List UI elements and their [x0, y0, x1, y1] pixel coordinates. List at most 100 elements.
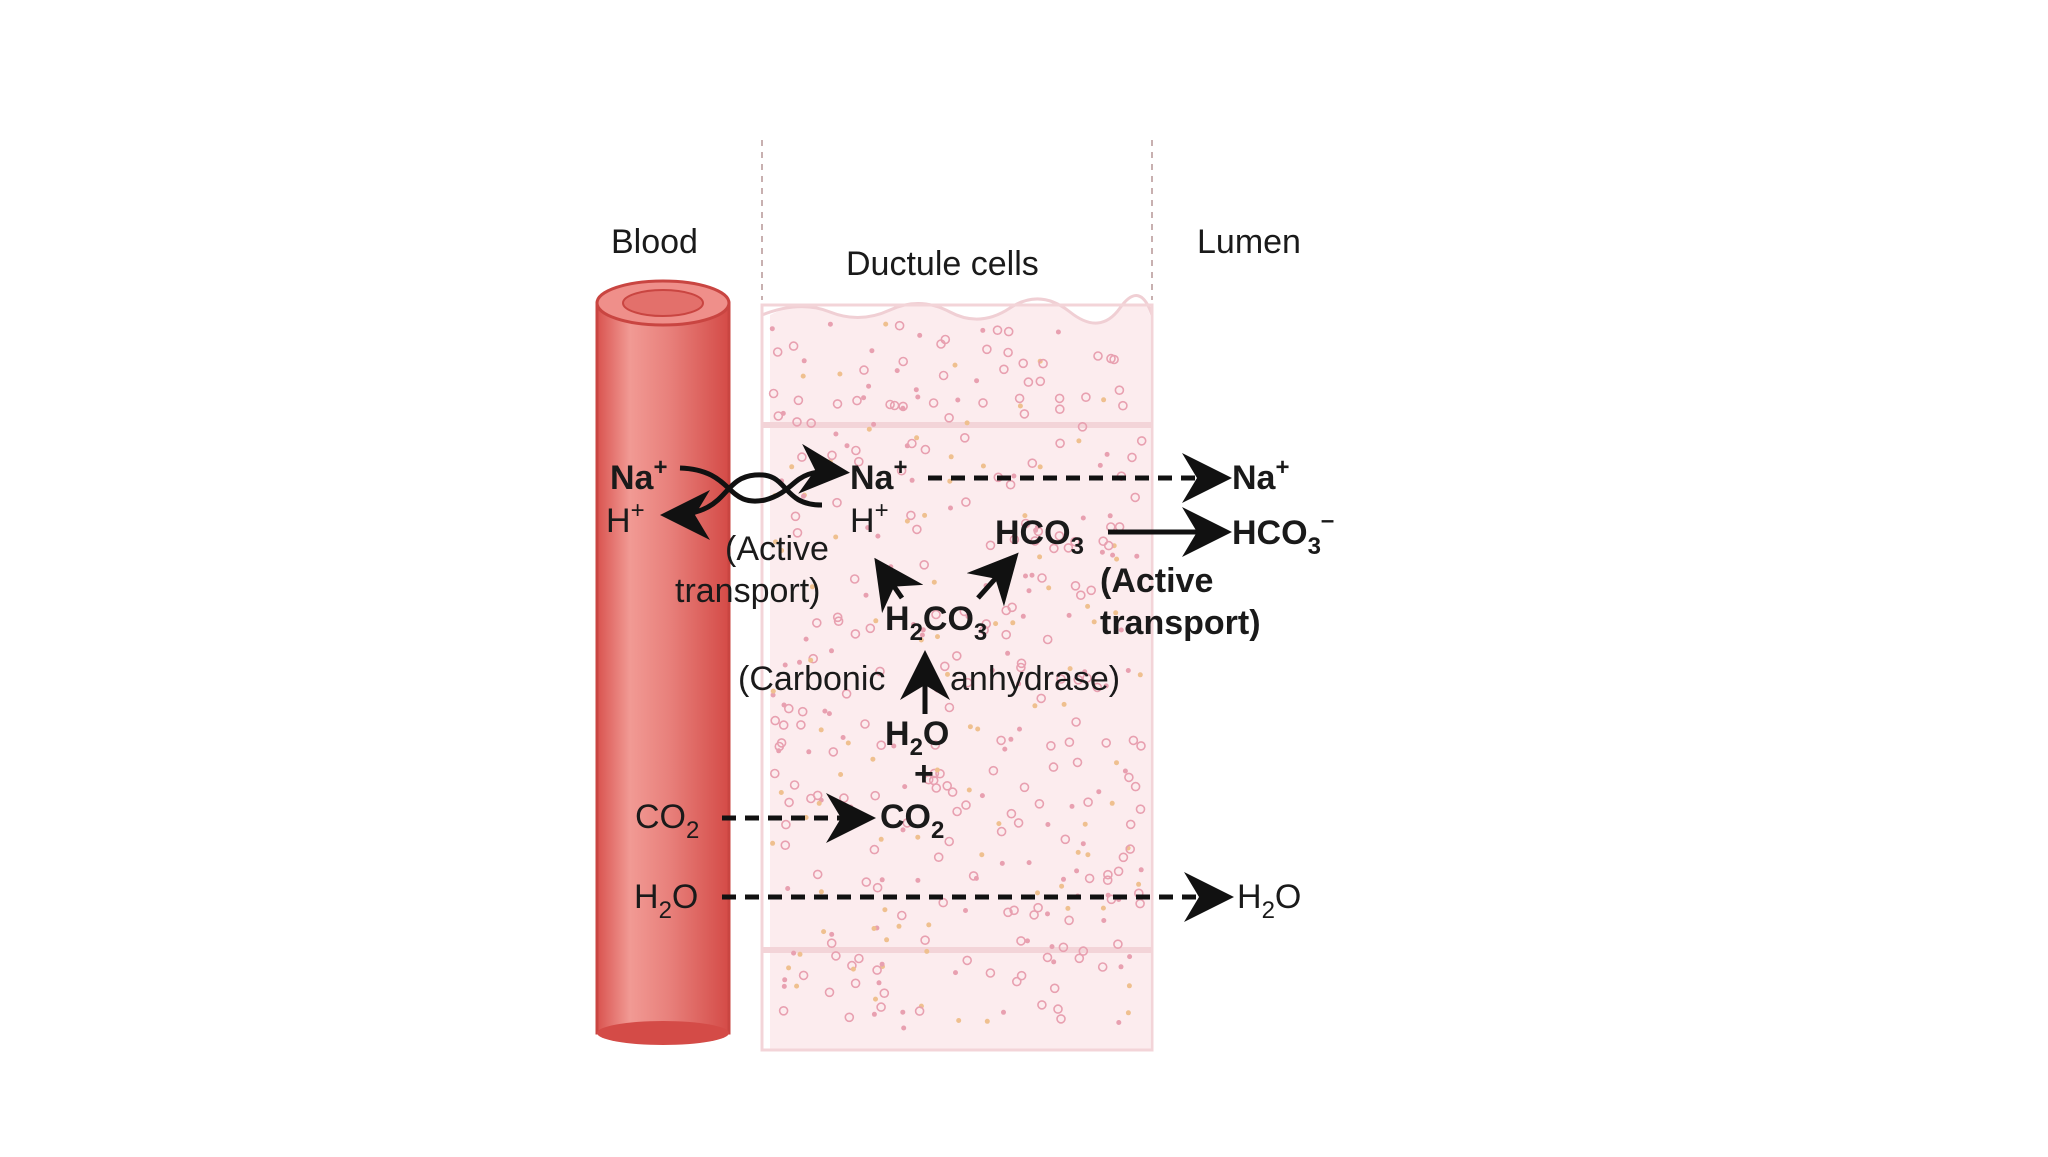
svg-text:H2CO3: H2CO3 [885, 600, 987, 646]
cell-texture-dot [800, 373, 806, 379]
cell-texture-dot [789, 464, 795, 470]
cell-texture-dot [974, 378, 980, 384]
cell-texture-dot [936, 339, 946, 349]
cell-texture-dot [1005, 650, 1011, 656]
cell-texture-dot [833, 431, 839, 437]
cell-texture-dot [861, 395, 867, 401]
h-exchange-arrow [660, 472, 823, 540]
cell-texture-dot [796, 720, 806, 730]
cell-texture-dot [788, 341, 799, 351]
cell-texture-dot [1107, 513, 1113, 519]
lumen-hco3-label: HCO3– [1232, 507, 1334, 560]
cell-texture-dot [1063, 543, 1074, 553]
cell-texture-dot [914, 1006, 925, 1016]
cell-texture-dot [1008, 736, 1014, 742]
cell-texture-dot [896, 923, 902, 929]
cell-texture-dot [904, 518, 910, 524]
cell-texture-dot [922, 512, 928, 518]
cell-texture-dot [1020, 518, 1031, 529]
cell-texture-dot [859, 365, 869, 375]
cell-texture-dot [1060, 834, 1071, 845]
cell-texture-dot [1033, 902, 1043, 913]
cell-texture-dot [852, 395, 862, 406]
cell-texture-dot [801, 493, 806, 499]
cell-texture-dot [1127, 954, 1133, 960]
cell-texture-dot [948, 505, 953, 511]
cell-texture-dot [780, 840, 791, 851]
cell-texture-dot [1103, 869, 1113, 880]
cell-texture-dot [1137, 672, 1143, 678]
cell-texture-dot [770, 840, 776, 846]
cell-texture-dot [980, 463, 986, 469]
cell-texture-dot [935, 768, 945, 779]
cell-texture-dot [768, 388, 779, 399]
cell-texture-dot [1005, 479, 1016, 490]
cell-texture-dot [984, 1018, 990, 1024]
cell-texture-dot [848, 804, 854, 810]
cell-texture-dot [824, 987, 835, 998]
cell-texture-dot [1118, 627, 1124, 633]
blood-vessel [595, 279, 731, 1045]
cell-texture-dot [1017, 726, 1022, 732]
cell-texture-dot [1109, 800, 1115, 806]
cell-texture-dot [911, 622, 916, 627]
cell-texture-dot [944, 836, 955, 847]
h2co3-to-hco3-arrow [966, 552, 1019, 607]
cell-texture-dot [882, 907, 888, 913]
cell-texture-dot [981, 619, 992, 629]
cell-texture-dot [965, 614, 971, 619]
cell-texture-dot [902, 784, 908, 790]
cell-texture-dot [1096, 789, 1102, 795]
cell-texture-dot [913, 387, 919, 393]
cell-texture-dot [1049, 983, 1060, 994]
cell-texture-dot [942, 780, 953, 791]
cell-texture-dot [1113, 866, 1124, 877]
cell-texture-dot [947, 787, 958, 797]
cell-texture-dot [980, 327, 986, 333]
cell-texture-dot [961, 800, 971, 810]
cell-texture-dot [853, 456, 864, 467]
cell-texture-dot [1085, 852, 1091, 858]
cell-texture-dot [915, 394, 921, 400]
cell-texture-dot [1038, 358, 1048, 369]
cell-texture-dot [934, 767, 940, 773]
svg-text:H2O: H2O [1237, 878, 1301, 924]
cell-texture-dot [1009, 905, 1019, 916]
cell-texture-dot [1072, 757, 1083, 768]
cell-texture-dot [1136, 741, 1146, 751]
cell-texture-dot [1061, 701, 1067, 707]
cell-texture-dot [894, 368, 900, 374]
cell-texture-dot [827, 321, 833, 327]
cell-texture-dot [1013, 818, 1024, 828]
cell-texture-dot [829, 648, 834, 654]
cell-texture-dot [1127, 452, 1137, 463]
svg-text:Na+: Na+ [610, 454, 667, 497]
cell-hco3-label: HCO3 [995, 514, 1084, 560]
cell-texture-dot [850, 978, 861, 989]
cell-texture-dot [770, 688, 776, 694]
cell-texture-dot [786, 965, 792, 971]
cell-texture-dot [930, 740, 941, 750]
cell-texture-dot [938, 897, 949, 908]
cell-texture-dot [806, 749, 812, 755]
cell-texture-dot [879, 961, 885, 967]
cell-texture-dot [1001, 629, 1012, 640]
cell-texture-dot [851, 445, 861, 456]
cell-h2co3-label: H2CO3 [885, 600, 987, 646]
cell-texture-dot [1065, 905, 1071, 911]
active-transport-left-line2: transport) [675, 572, 821, 610]
cell-texture-dot [964, 420, 970, 426]
plus-sign: + [914, 755, 934, 793]
cell-texture-dot [1017, 403, 1023, 409]
cell-texture-dot [793, 395, 804, 406]
cell-texture-dot [996, 735, 1006, 746]
cell-texture-dot [769, 326, 775, 332]
cell-texture-dot [1019, 782, 1030, 793]
cell-texture-dot [1010, 620, 1016, 626]
cell-texture-dot [797, 706, 808, 717]
cell-texture-dot [1001, 1009, 1006, 1015]
cell-texture-dot [837, 371, 843, 377]
svg-text:CO2: CO2 [635, 798, 699, 844]
cell-texture-dot [1002, 746, 1008, 752]
